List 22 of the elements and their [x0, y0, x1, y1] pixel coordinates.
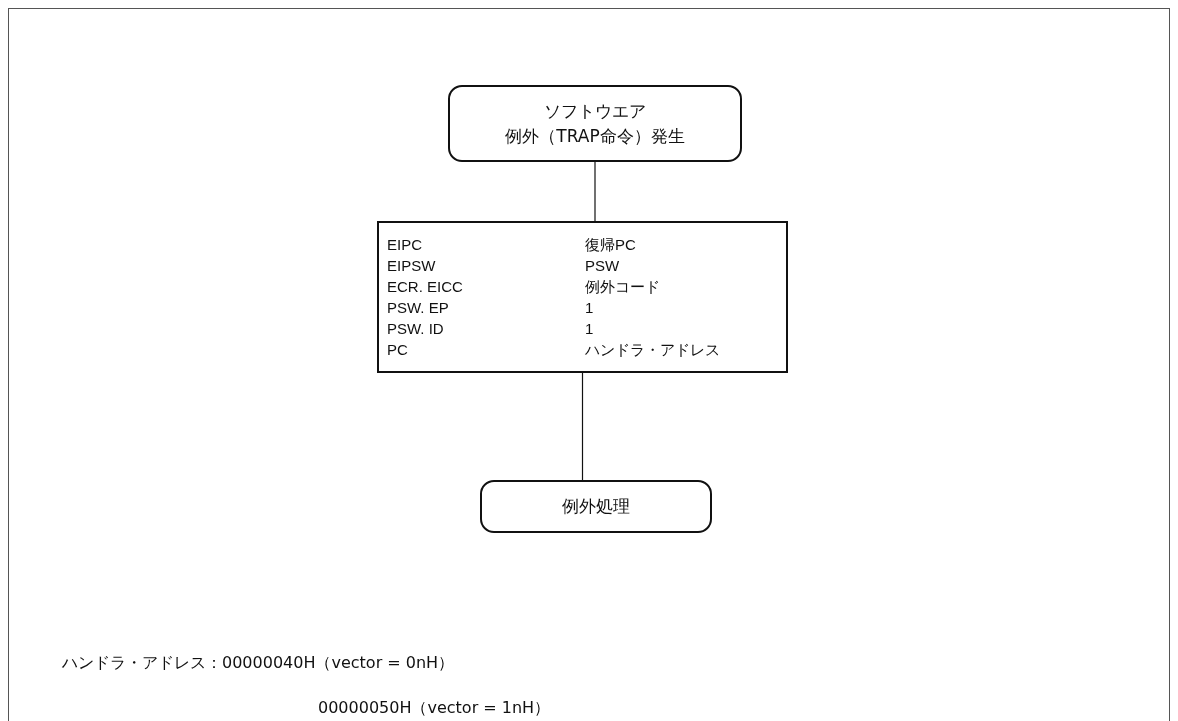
register-value: 例外コード [585, 277, 660, 297]
register-name: PSW. ID [387, 319, 444, 339]
register-value: 1 [585, 298, 594, 318]
register-name: EIPC [387, 235, 422, 255]
note-text: 00000050H（vector = 1nH） [318, 698, 551, 719]
connector-line [594, 161, 596, 222]
end-terminal [480, 480, 712, 533]
register-name: PSW. EP [387, 298, 449, 318]
register-name: PC [387, 340, 408, 360]
register-name: EIPSW [387, 256, 436, 276]
node-text: 例外（TRAP命令）発生 [505, 124, 685, 148]
connector-line [581, 372, 584, 481]
register-value: ハンドラ・アドレス [585, 340, 720, 360]
note-text: ハンドラ・アドレス：00000040H（vector = 0nH） [62, 653, 455, 674]
node-text: ソフトウエア [544, 99, 646, 123]
register-value: 1 [585, 319, 594, 339]
register-value: 復帰PC [585, 235, 636, 255]
register-table-box [377, 221, 788, 373]
register-value: PSW [585, 256, 620, 276]
node-text: 例外処理 [562, 495, 630, 518]
start-terminal [448, 85, 742, 162]
register-name: ECR. EICC [387, 277, 463, 297]
